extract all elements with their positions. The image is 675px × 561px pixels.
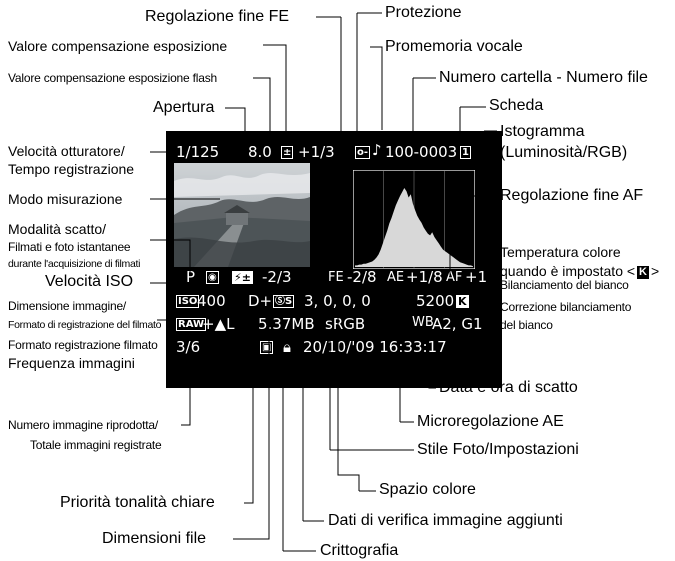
- exp-comp-icon: ±: [281, 146, 294, 159]
- label-protect: Protezione: [385, 4, 462, 21]
- label-movie-format: Formato registrazione filmato: [8, 338, 158, 352]
- label-af-fine-adjust: Regolazione fine AF: [500, 187, 644, 204]
- wb-correction-value: A2, G1: [432, 315, 483, 333]
- k-icon: K: [637, 266, 649, 279]
- label-histogram-1: Istogramma: [500, 123, 585, 140]
- label-folder-file-number: Numero cartella - Numero file: [439, 69, 648, 86]
- label-file-size: Dimensioni file: [102, 530, 207, 547]
- key-icon: o-: [355, 146, 371, 159]
- label-ae-microadjust: Microregolazione AE: [417, 413, 564, 430]
- camera-screen: 1/125 8.0 ± +1/3 o- ♪ 100-0003 1 P ◉ ⚡± …: [166, 131, 502, 388]
- label-highlight-tone-priority: Priorità tonalità chiare: [60, 494, 215, 511]
- iso-value: 400: [197, 292, 226, 310]
- label-shutter-speed-1: Velocità otturatore/: [8, 143, 125, 159]
- encryption-icon: ▣: [260, 341, 274, 354]
- shooting-mode: P: [186, 268, 196, 286]
- label-fe-fine-adjust: Regolazione fine FE: [145, 8, 290, 25]
- label-color-space: Spazio colore: [379, 481, 476, 498]
- label-image-size-2: Formato di registrazione del filmato: [8, 319, 162, 331]
- card-number: 1: [460, 143, 471, 161]
- label-wb-correction-2: del bianco: [500, 318, 553, 332]
- fe-icon: FE: [328, 270, 344, 285]
- label-flash-exposure-comp: Valore compensazione esposizione flash: [8, 71, 217, 85]
- label-color-temp-1: Temperatura colore: [500, 244, 621, 260]
- label-playback-number-1: Numero immagine riprodotta/: [8, 418, 158, 432]
- af-icon: AF: [446, 270, 463, 285]
- label-shooting-date-time: Data e ora di scatto: [439, 379, 578, 396]
- color-temp-value: 5200: [416, 292, 455, 310]
- label-playback-number-2: Totale immagini registrate: [30, 438, 162, 452]
- label-shooting-mode-2: Filmati e foto istantanee: [8, 240, 131, 254]
- shooting-date-time: 20/10/'09 16:33:17: [303, 338, 447, 356]
- ae-icon: AE: [387, 270, 405, 285]
- lock-icon: 🔒︎: [283, 338, 291, 356]
- exp-comp-value: +1/3: [298, 143, 335, 161]
- label-exposure-comp-value: Valore compensazione esposizione: [8, 38, 228, 54]
- label-voice-memo: Promemoria vocale: [385, 38, 523, 55]
- histogram: [353, 170, 475, 269]
- highlight-tone-priority: D+: [248, 292, 273, 310]
- label-card: Scheda: [489, 97, 544, 114]
- wb-k-icon: K: [456, 295, 469, 308]
- label-verification-data: Dati di verifica immagine aggiunti: [328, 512, 563, 529]
- flash-comp-icon: ⚡±: [232, 271, 253, 284]
- label-aperture: Apertura: [153, 99, 215, 116]
- label-picture-style: Stile Foto/Impostazioni: [417, 441, 579, 458]
- fe-value: -2/8: [347, 268, 377, 286]
- label-iso-speed: Velocità ISO: [45, 273, 134, 290]
- iso-icon: ISO: [176, 295, 200, 308]
- metering-icon: ◉: [206, 271, 219, 284]
- file-size: 5.37MB: [258, 315, 315, 333]
- card-badge: 1: [460, 146, 471, 159]
- label-wb-correction-1: Correzione bilanciamento: [500, 300, 632, 314]
- histogram-curve: [355, 188, 473, 267]
- image-index: 3/6: [176, 338, 201, 356]
- file-number: 100-0003: [385, 143, 458, 161]
- aperture-value: 8.0: [248, 143, 272, 161]
- label-encryption: Crittografia: [320, 542, 399, 559]
- shutter-speed: 1/125: [176, 143, 220, 161]
- label-shutter-speed-2: Tempo registrazione: [8, 161, 135, 177]
- picture-style-settings: 3, 0, 0, 0: [304, 292, 371, 310]
- label-shooting-mode-1: Modalità scatto/: [8, 221, 107, 237]
- flash-comp-value: -2/3: [262, 268, 292, 286]
- note-icon: ♪: [372, 141, 382, 159]
- label-image-size-1: Dimensione immagine/: [8, 299, 127, 313]
- af-micro-value: +1: [465, 268, 488, 286]
- label-histogram-2: (Luminosità/RGB): [500, 144, 628, 161]
- color-space: sRGB: [325, 315, 366, 333]
- ae-micro-value: +1/8: [406, 268, 443, 286]
- label-frame-rate: Frequenza immagini: [8, 355, 135, 371]
- label-color-temp-2: quando è impostato <K>: [500, 263, 660, 279]
- raw-icon: RAW: [176, 318, 207, 331]
- label-metering-mode: Modo misurazione: [8, 191, 123, 207]
- image-thumbnail: [174, 163, 310, 267]
- label-shooting-mode-3: durante l'acquisizione di filmati: [8, 258, 141, 270]
- label-white-balance: Bilanciamento del bianco: [500, 278, 629, 292]
- image-quality: +▲L: [202, 315, 235, 333]
- picture-style-icon: ⓈS: [273, 295, 295, 308]
- wb-corr-icon: WB: [412, 315, 434, 330]
